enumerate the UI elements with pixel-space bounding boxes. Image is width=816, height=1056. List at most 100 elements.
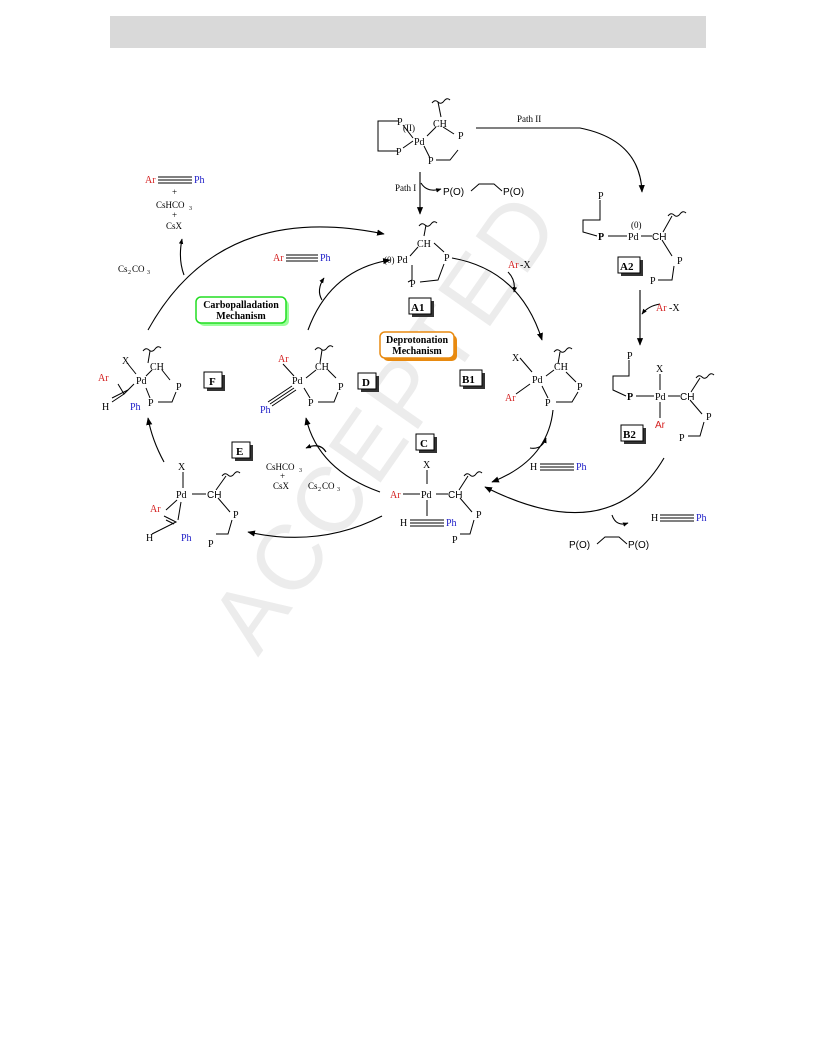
svg-text:X: X	[423, 460, 431, 471]
svg-text:CsHCO: CsHCO	[266, 462, 295, 472]
svg-text:P(O): P(O)	[569, 540, 590, 551]
svg-text:Ar: Ar	[390, 490, 401, 501]
path-ii-label: Path II	[517, 114, 541, 124]
released-ligand-2: P(O) P(O)	[569, 536, 649, 551]
svg-text:Ar: Ar	[655, 420, 666, 431]
svg-text:Ar: Ar	[145, 175, 156, 186]
phenylacetylene-b1: H Ph	[530, 462, 587, 473]
svg-text:C: C	[420, 438, 428, 450]
svg-text:X: X	[122, 356, 130, 367]
svg-text:Pd: Pd	[628, 232, 639, 243]
complex-a1: (0) Pd CH P P	[384, 221, 450, 290]
svg-text:CH: CH	[315, 362, 329, 373]
arylalkyne-d: Ar Ph	[273, 253, 331, 264]
svg-text:P(O): P(O)	[443, 187, 464, 198]
svg-text:P: P	[338, 382, 344, 393]
svg-text:Ph: Ph	[260, 405, 271, 416]
released-ligand-1: P(O) P(O)	[443, 183, 524, 198]
complex-e: X Pd CH P P Ar H Ph	[146, 462, 241, 550]
label-d-box: D	[357, 372, 379, 392]
svg-text:Ar: Ar	[278, 354, 289, 365]
svg-text:X: X	[178, 462, 186, 473]
svg-text:P: P	[679, 433, 685, 444]
svg-text:Ph: Ph	[181, 533, 192, 544]
path-i-label: Path I	[395, 183, 416, 193]
svg-text:X: X	[512, 353, 520, 364]
svg-text:B2: B2	[623, 429, 636, 441]
svg-text:CH: CH	[417, 239, 431, 250]
svg-text:CH: CH	[680, 392, 694, 403]
svg-text:-X: -X	[520, 260, 531, 271]
svg-text:Ph: Ph	[130, 402, 141, 413]
svg-text:CO: CO	[132, 264, 145, 274]
svg-text:D: D	[362, 377, 370, 389]
complex-a2: P P (0) Pd CH P P	[582, 191, 687, 287]
svg-text:Pd: Pd	[176, 490, 187, 501]
svg-text:B1: B1	[462, 374, 475, 386]
atom-pd: Pd	[414, 137, 425, 148]
deprotonation-mechanism-label: Deprotonation Mechanism	[379, 331, 457, 361]
svg-text:P: P	[476, 510, 482, 521]
svg-text:+: +	[280, 471, 285, 481]
svg-text:CH: CH	[207, 490, 221, 501]
svg-text:P: P	[677, 256, 683, 267]
products-top-left: Ar Ph + CsHCO 3 + CsX	[145, 175, 205, 231]
svg-text:(0): (0)	[631, 220, 642, 230]
svg-text:CH: CH	[652, 232, 666, 243]
svg-text:P: P	[706, 412, 712, 423]
complex-d: Ar Pd CH P P Ph	[260, 345, 344, 416]
svg-text:X: X	[656, 364, 664, 375]
svg-text:Pd: Pd	[421, 490, 432, 501]
svg-text:P: P	[176, 382, 182, 393]
svg-text:CH: CH	[150, 362, 164, 373]
svg-text:P: P	[410, 279, 416, 290]
atom-p: P	[397, 117, 403, 128]
svg-text:P: P	[308, 398, 314, 409]
cshco3-csx-c: CsHCO 3 + CsX Cs 2 CO 3	[266, 462, 340, 493]
svg-text:Carbopalladation: Carbopalladation	[203, 300, 279, 311]
svg-text:2: 2	[128, 270, 131, 276]
svg-text:3: 3	[337, 487, 340, 493]
complex-b1: X Pd CH P P Ar	[505, 347, 583, 409]
svg-text:H: H	[530, 462, 537, 473]
svg-text:CsX: CsX	[166, 221, 183, 231]
svg-text:+: +	[172, 187, 177, 197]
svg-text:3: 3	[189, 206, 192, 212]
svg-text:Mechanism: Mechanism	[392, 346, 442, 357]
svg-text:P: P	[452, 535, 458, 546]
svg-text:Ph: Ph	[194, 175, 205, 186]
atom-p: P	[428, 156, 434, 167]
label-e-box: E	[231, 441, 253, 461]
phenylacetylene-b2: H Ph	[651, 513, 707, 524]
svg-text:-X: -X	[669, 303, 680, 314]
svg-text:CO: CO	[322, 481, 335, 491]
svg-text:2: 2	[318, 487, 321, 493]
svg-text:P: P	[233, 510, 239, 521]
complex-c: X Ar Pd CH P P H Ph	[390, 460, 483, 546]
svg-text:A2: A2	[620, 261, 634, 273]
svg-text:Ph: Ph	[446, 518, 457, 529]
svg-text:CH: CH	[554, 362, 568, 373]
svg-text:+: +	[172, 210, 177, 220]
label-b1-box: B1	[459, 369, 485, 389]
label-a1-box: A1	[408, 297, 434, 317]
svg-text:H: H	[651, 513, 658, 524]
svg-text:Ar: Ar	[656, 303, 667, 314]
svg-text:Pd: Pd	[532, 375, 543, 386]
svg-text:Mechanism: Mechanism	[216, 311, 266, 322]
svg-text:Ph: Ph	[320, 253, 331, 264]
svg-text:Ph: Ph	[576, 462, 587, 473]
complex-b2: P P X Pd CH Ar P P	[612, 351, 715, 444]
svg-text:Deprotonation: Deprotonation	[386, 335, 448, 346]
carbopalladation-mechanism-label: Carbopalladation Mechanism	[195, 296, 289, 326]
svg-text:P: P	[208, 539, 214, 550]
svg-text:Pd: Pd	[397, 255, 408, 266]
svg-text:E: E	[236, 446, 243, 458]
svg-text:P: P	[598, 232, 604, 243]
svg-text:3: 3	[147, 270, 150, 276]
label-c-box: C	[415, 433, 437, 453]
svg-text:Ar: Ar	[273, 253, 284, 264]
svg-text:P: P	[545, 398, 551, 409]
label-a2-box: A2	[617, 256, 643, 276]
